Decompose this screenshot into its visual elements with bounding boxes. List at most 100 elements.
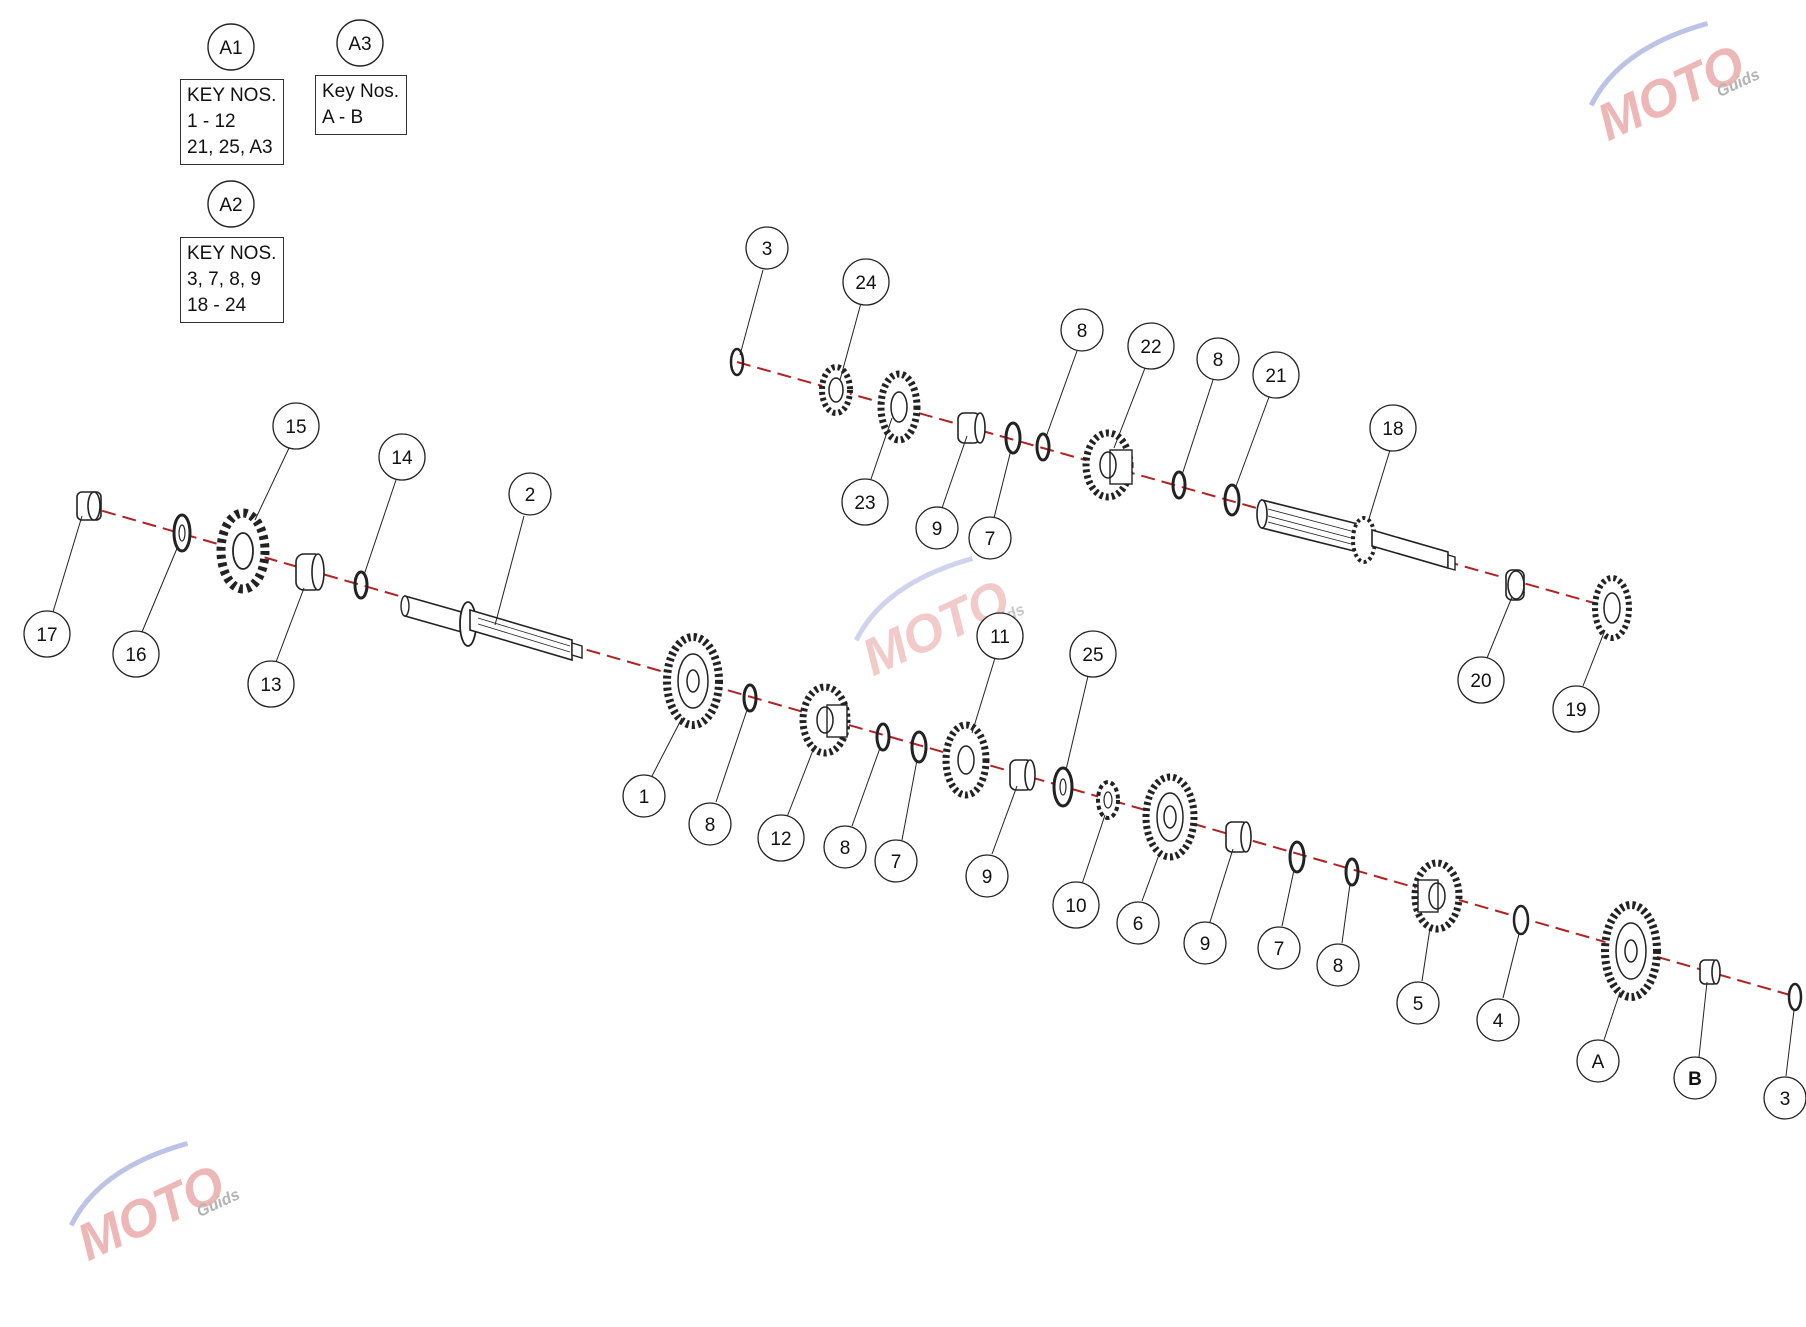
callout-left-15: 15 [254,402,320,521]
svg-text:18: 18 [1382,419,1403,440]
svg-text:10: 10 [1065,896,1086,917]
part-bearing-20 [1505,569,1525,601]
callout-upper-19: 19 [1552,629,1606,733]
svg-text:20: 20 [1470,671,1491,692]
part-spacer-13 [295,553,325,591]
svg-text:9: 9 [982,867,993,888]
svg-text:3: 3 [1780,1089,1791,1110]
key-box-heading: Key Nos. [322,81,400,102]
callout-lower-10: 10 [1052,814,1106,929]
part-bush-9-upper [957,412,986,444]
key-box-line: 1 - 12 [187,111,236,132]
callout-left-2: 2 [494,472,552,626]
svg-text:7: 7 [891,852,902,873]
part-gear-12 [799,683,851,757]
part-bush-9-lower-a [1009,759,1036,791]
callout-lower-8c: 8 [1316,883,1360,987]
callout-upper-24: 24 [839,258,890,381]
part-washer-16 [172,513,192,553]
part-washer-7-upper [1004,421,1022,455]
part-washer-4 [1512,904,1530,936]
callout-lower-12: 12 [757,744,816,862]
group-callout-a1: A1 [207,23,255,71]
svg-text:11: 11 [990,627,1010,648]
watermark-logo-bottom-left: MOTO Guids [69,1141,243,1272]
callout-lower-8a: 8 [688,709,748,846]
svg-text:14: 14 [391,448,413,469]
svg-text:A: A [1592,1052,1605,1073]
part-sprocket-15 [216,508,270,594]
key-box-a1: KEY NOS. 1 - 12 21, 25, A3 [180,79,284,165]
callout-lower-9b: 9 [1183,848,1234,965]
key-box-heading: KEY NOS. [187,243,277,264]
callout-upper-8a: 8 [1045,308,1104,438]
callout-upper-18: 18 [1367,404,1417,523]
axis-line-lower [81,504,1791,996]
callout-upper-22: 22 [1113,322,1175,449]
key-box-a2: KEY NOS. 3, 7, 8, 9 18 - 24 [180,237,284,323]
svg-text:8: 8 [1213,350,1224,371]
part-circlip-8-lower-a [742,683,758,713]
part-gear-5 [1411,859,1463,933]
callout-lower-25: 25 [1065,630,1117,771]
part-gear-6 [1142,773,1198,861]
part-washer-25 [1052,766,1074,808]
callout-left-14: 14 [363,433,426,576]
key-box-line: A - B [322,107,364,128]
svg-text:7: 7 [1274,939,1285,960]
callout-lower-4: 4 [1476,933,1520,1042]
group-callout-a2: A2 [207,180,255,228]
callout-left-16: 16 [112,545,179,678]
callout-lower-9a: 9 [965,785,1018,898]
part-circlip-3-upper [729,347,745,377]
svg-text:8: 8 [1077,321,1088,342]
callout-upper-20: 20 [1457,596,1513,704]
key-box-heading: KEY NOS. [187,85,277,106]
svg-text:6: 6 [1133,914,1144,935]
part-bush-9-lower-b [1225,821,1252,853]
key-box-line: 3, 7, 8, 9 [187,269,261,290]
part-gear-22 [1082,429,1134,501]
part-washer-7-lower-a [910,730,928,764]
svg-text:9: 9 [1200,934,1211,955]
part-gear-1 [663,633,723,729]
key-box-line: 21, 25, A3 [187,137,273,158]
svg-text:8: 8 [1333,956,1344,977]
part-bush-17 [76,491,102,521]
svg-text:A2: A2 [219,195,242,216]
svg-text:5: 5 [1413,994,1424,1015]
part-circlip-8-lower-b [875,722,891,752]
svg-text:25: 25 [1082,645,1103,666]
svg-text:B: B [1688,1069,1702,1090]
part-bush-b [1699,959,1721,985]
key-box-line: 18 - 24 [187,295,247,316]
part-gear-23 [877,370,921,444]
callout-lower-7a: 7 [874,759,918,883]
callout-lower-5: 5 [1396,927,1440,1025]
svg-text:21: 21 [1265,366,1286,387]
svg-text:19: 19 [1565,700,1586,721]
svg-text:7: 7 [985,529,996,550]
part-circlip-8-upper-a [1035,432,1051,462]
svg-text:A3: A3 [348,34,371,55]
svg-text:22: 22 [1140,337,1161,358]
svg-text:12: 12 [770,829,791,850]
svg-text:13: 13 [260,675,281,696]
svg-text:17: 17 [36,625,57,646]
callout-lower-8b: 8 [823,747,881,869]
callout-upper-3: 3 [739,226,789,356]
callout-left-17: 17 [23,515,83,658]
part-circlip-3-lower [1787,982,1803,1012]
svg-text:16: 16 [125,645,146,666]
svg-text:23: 23 [854,493,875,514]
callout-lower-7b: 7 [1257,869,1301,970]
svg-text:15: 15 [285,417,306,438]
part-circlip-8-upper-b [1171,470,1187,500]
part-gear-19 [1592,575,1632,641]
svg-text:8: 8 [705,815,716,836]
part-gear-11 [942,721,990,799]
callout-upper-9: 9 [915,435,968,550]
svg-text:4: 4 [1493,1011,1504,1032]
svg-text:9: 9 [932,519,943,540]
